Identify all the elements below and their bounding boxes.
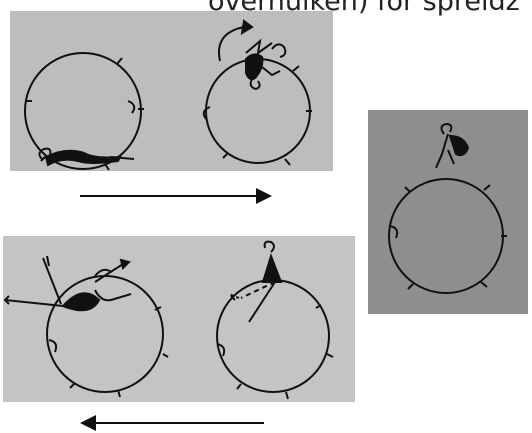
- jumping-figure: [245, 38, 287, 91]
- wheel-tick: [480, 281, 488, 288]
- wheel-tick: [104, 163, 110, 171]
- wheel-circle: [216, 279, 330, 393]
- wheel-handle: [127, 100, 136, 114]
- wheel-tick: [407, 283, 414, 290]
- wheel-left: [24, 52, 144, 171]
- wheel-circle: [388, 178, 504, 294]
- wheel-handle: [389, 225, 399, 239]
- wheel-left: [46, 275, 169, 398]
- wheel-tick: [236, 383, 242, 390]
- sequence-start-panel: [10, 11, 333, 171]
- wheel-circle: [46, 275, 164, 393]
- reaching-figure: [3, 255, 132, 312]
- sequence-return-panel: [3, 236, 355, 402]
- wheel-tick: [315, 304, 322, 309]
- wheel-tick: [285, 391, 289, 400]
- forward-arrow-icon: [80, 186, 274, 206]
- wheel-tick: [326, 353, 334, 358]
- wheel-tick: [222, 152, 229, 159]
- wheel-tick: [404, 186, 411, 193]
- balanced-figure-illustration: [388, 122, 507, 294]
- balanced-figure-panel: [368, 110, 528, 314]
- wheel-tick: [116, 57, 123, 65]
- wheel-tick: [292, 65, 300, 72]
- wheel-balanced: [388, 178, 507, 294]
- wheel-right: [216, 279, 334, 400]
- backward-arrow-icon: [80, 413, 266, 433]
- wheel-tick: [483, 184, 491, 191]
- wheel-tick: [117, 389, 121, 398]
- wheel-tick: [69, 382, 76, 389]
- sequence-start-illustration: [24, 19, 312, 171]
- wheel-handle: [48, 339, 58, 353]
- wheel-tick: [162, 353, 169, 358]
- wheel-handle: [202, 106, 211, 120]
- wheel-tick: [154, 306, 162, 311]
- balanced-figure: [435, 122, 470, 169]
- fallen-figure: [38, 147, 135, 167]
- wheel-handle: [216, 343, 226, 357]
- wheel-circle: [24, 52, 142, 170]
- wheel-tick: [284, 158, 291, 166]
- pointer-figure: [228, 240, 283, 323]
- wheel-tick: [230, 295, 236, 301]
- motion-arrow-icon: [218, 19, 254, 62]
- sequence-return-illustration: [3, 240, 334, 400]
